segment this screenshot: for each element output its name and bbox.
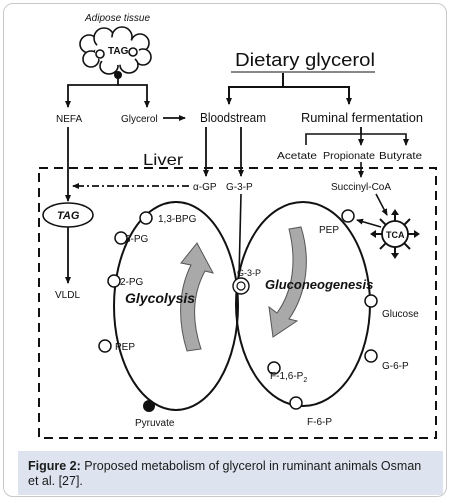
ruminal-fermentation-label: Ruminal fermentation	[301, 110, 423, 125]
label-gluconeogenesis: Gluconeogenesis	[265, 277, 373, 292]
label-pyruvate: Pyruvate	[135, 418, 175, 429]
node-f16p	[267, 361, 281, 375]
propionate-label: Propionate	[323, 151, 375, 162]
metabolism-diagram: Adipose tissue TAG NEFA Glycerol Dietary…	[38, 13, 437, 439]
nefa-label: NEFA	[56, 114, 82, 125]
label-3-pg: 3-PG	[125, 234, 149, 245]
adipose-cloud	[79, 26, 152, 75]
glycolysis-cycle	[113, 201, 239, 411]
caption-text: Proposed metabolism of glycerol in rumin…	[28, 459, 422, 488]
arrow-adipose-to-glycerol	[118, 84, 150, 108]
node-1-3-bpg	[139, 211, 153, 225]
gluconeogenesis-nodes	[267, 209, 378, 410]
label-f16p: F-1,6-P2	[270, 371, 307, 384]
glycolysis-rotation-arrow	[180, 242, 214, 352]
arrow-g3p-down	[238, 193, 242, 278]
node-pep-right	[341, 209, 355, 223]
tag-liver-label: TAG	[57, 210, 80, 222]
vldl-label: VLDL	[55, 290, 80, 301]
node-3-pg	[114, 231, 128, 245]
g3p-top-label: G-3-P	[226, 182, 253, 193]
butyrate-label: Butyrate	[379, 151, 422, 162]
succinyl-coa-label: Succinyl-CoA	[331, 182, 391, 193]
liver-boundary	[38, 167, 437, 439]
label-pep-left: PEP	[115, 342, 135, 353]
node-pep-left	[98, 339, 112, 353]
acetate-label: Acetate	[277, 151, 318, 162]
label-1-3-bpg: 1,3-BPG	[158, 214, 197, 225]
node-glucose	[364, 294, 378, 308]
tca-cycle	[370, 209, 420, 259]
label-glucose: Glucose	[382, 309, 419, 320]
node-f6p	[289, 396, 303, 410]
label-g6p: G-6-P	[382, 361, 409, 372]
arrow-tca-to-pep	[356, 218, 382, 228]
label-g3p-center: G-3-P	[237, 268, 261, 278]
label-pep-right: PEP	[319, 225, 339, 236]
g3p-junction-inner	[236, 281, 246, 291]
glycolysis-nodes	[98, 211, 153, 353]
figure-caption: Figure 2: Proposed metabolism of glycero…	[18, 451, 443, 495]
glycerol-label: Glycerol	[121, 114, 158, 125]
liver-label: Liver	[143, 152, 184, 169]
arrow-dietary-branch	[228, 73, 349, 104]
adipose-tissue-label: Adipose tissue	[84, 13, 150, 24]
node-pyruvate	[143, 400, 155, 412]
node-g6p	[364, 349, 378, 363]
label-2-pg: 2-PG	[120, 277, 144, 288]
caption-prefix: Figure 2:	[28, 459, 81, 473]
arrow-succinyl-to-tca	[375, 193, 388, 216]
gluconeogenesis-rotation-arrow	[268, 226, 307, 338]
alpha-gp-label: α-GP	[193, 182, 217, 193]
bloodstream-label: Bloodstream	[200, 110, 266, 125]
label-glycolysis: Glycolysis	[125, 290, 195, 306]
tca-label: TCA	[386, 230, 405, 240]
node-2-pg	[107, 274, 121, 288]
dietary-glycerol-title: Dietary glycerol	[235, 50, 375, 70]
figure-frame: Adipose tissue TAG NEFA Glycerol Dietary…	[3, 3, 447, 497]
tag-top-label: TAG	[108, 46, 129, 57]
label-f6p: F-6-P	[307, 417, 332, 428]
arrow-adipose-to-nefa	[65, 75, 119, 108]
arrow-ruminal-branch	[305, 127, 406, 145]
